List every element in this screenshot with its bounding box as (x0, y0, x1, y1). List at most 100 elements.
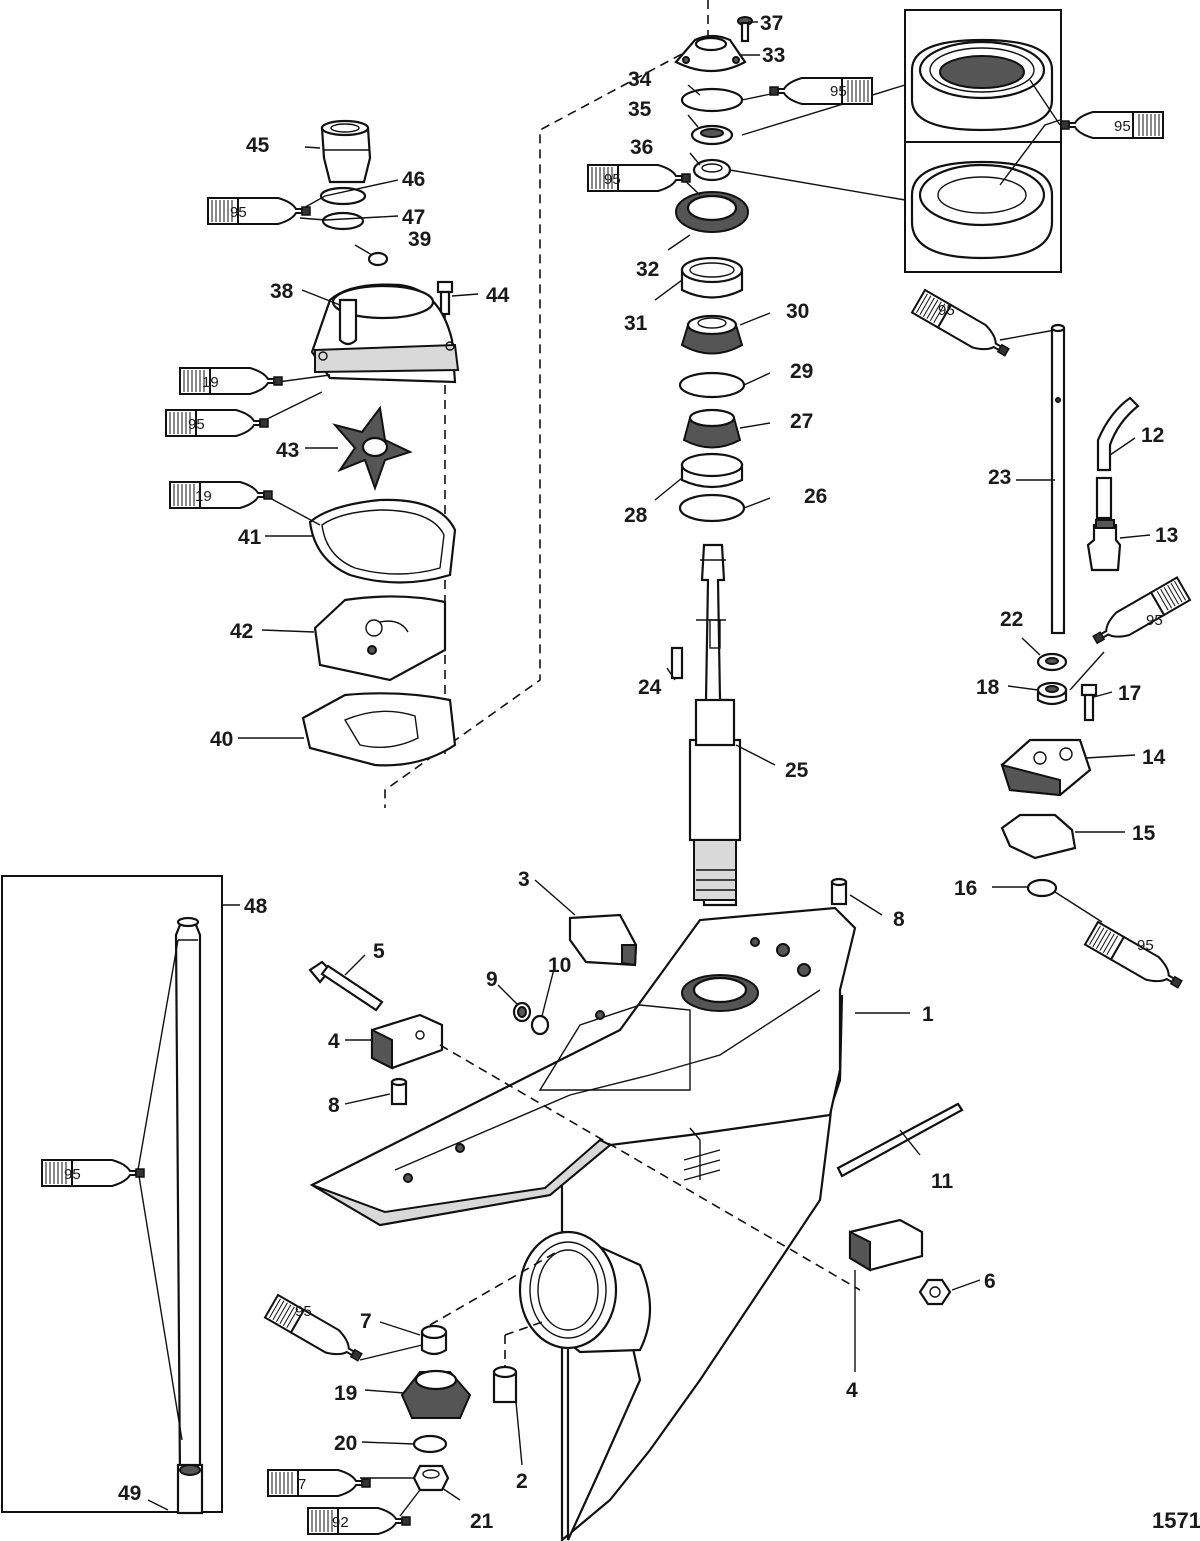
tube-95-left32: 95 (587, 164, 691, 192)
svg-text:95: 95 (1137, 937, 1154, 954)
part-10-washer (530, 1014, 550, 1036)
callout-29: 29 (790, 360, 813, 383)
figure-number: 1571 (1152, 1508, 1200, 1533)
part-1-gearcase-housing (309, 906, 857, 1541)
part-49-driveshaft-coupler (174, 916, 204, 1515)
inset-seal-upper (910, 38, 1054, 132)
part-25-driveshaft (688, 543, 742, 907)
part-28-bearing-cup (680, 452, 744, 489)
callout-18: 18 (976, 676, 1000, 699)
svg-text:95: 95 (64, 1166, 81, 1183)
part-31-bearing-cup (680, 256, 744, 299)
svg-text:95: 95 (1114, 118, 1131, 135)
part-14-shift-cover (1000, 738, 1092, 797)
part-47-oring (321, 211, 365, 231)
callout-6: 6 (984, 1270, 996, 1293)
part-23-shift-shaft (1050, 323, 1066, 635)
callout-47: 47 (402, 206, 425, 229)
callout-11: 11 (931, 1170, 954, 1193)
callout-37: 37 (760, 12, 783, 35)
callout-4-upper: 4 (328, 1030, 340, 1053)
svg-text:19: 19 (195, 488, 212, 505)
callout-45: 45 (246, 134, 270, 157)
inset-seal-lower (910, 160, 1054, 260)
part-46-oring (319, 186, 367, 206)
tube-95-23: 95 (911, 289, 1015, 365)
callout-8-lower: 8 (328, 1094, 340, 1117)
callout-20: 20 (334, 1432, 357, 1455)
callout-30: 30 (786, 300, 809, 323)
part-4-anode-upper (370, 1013, 444, 1070)
callout-4-lower: 4 (846, 1379, 858, 1402)
callout-38: 38 (270, 280, 294, 303)
callout-16: 16 (954, 877, 977, 900)
part-35-seal (690, 124, 734, 146)
part-27-bearing (682, 408, 742, 449)
tube-19-41: 19 (169, 481, 273, 509)
callout-33: 33 (762, 44, 785, 67)
part-19-pinion-gear (400, 1369, 472, 1419)
dashed-gear-axis (429, 1249, 561, 1326)
callout-23: 23 (988, 466, 1011, 489)
part-9-plug (512, 1001, 532, 1023)
part-17-bolt (1080, 683, 1098, 722)
tube-7-21: 7 (267, 1469, 371, 1497)
callout-17: 17 (1118, 682, 1141, 705)
part-39-washer (367, 251, 389, 267)
callout-8-upper: 8 (893, 908, 905, 931)
callout-26: 26 (804, 485, 827, 508)
part-42-face-plate (313, 595, 447, 682)
part-8-pin-upper (830, 877, 848, 906)
svg-text:95: 95 (604, 171, 621, 188)
callout-labels: 37 33 34 35 36 32 31 30 29 27 28 26 24 2… (118, 12, 1200, 1533)
callout-19: 19 (334, 1382, 357, 1405)
callout-40: 40 (210, 728, 233, 751)
part-45-sleeve (320, 119, 372, 184)
callout-21: 21 (470, 1510, 494, 1533)
svg-text:19: 19 (202, 374, 219, 391)
callout-2: 2 (516, 1470, 528, 1493)
part-12-hose (1095, 396, 1140, 520)
callout-22: 22 (1000, 608, 1023, 631)
svg-text:95: 95 (830, 83, 847, 100)
callout-27: 27 (790, 410, 813, 433)
part-32-retainer (675, 191, 749, 233)
tube-95-38: 95 (165, 409, 269, 437)
tube-95-7: 95 (264, 1294, 368, 1370)
callout-31: 31 (624, 312, 648, 335)
part-41-gasket (308, 498, 457, 584)
svg-text:95: 95 (295, 1303, 312, 1320)
part-21-nut (412, 1464, 450, 1492)
callout-13: 13 (1155, 524, 1178, 547)
tube-19-38: 19 (179, 367, 283, 395)
part-24-key (670, 646, 684, 680)
part-38-pump-housing (310, 283, 460, 384)
part-22-washer (1036, 652, 1068, 672)
part-29-oring (678, 371, 746, 399)
part-4-anode-lower (848, 1218, 924, 1272)
callout-15: 15 (1132, 822, 1156, 845)
inset-48-box (1, 875, 223, 1513)
callout-42: 42 (230, 620, 253, 643)
callout-3: 3 (518, 868, 530, 891)
callout-14: 14 (1142, 746, 1166, 769)
callout-24: 24 (638, 676, 662, 699)
part-3-trim-tab (568, 913, 638, 967)
svg-text:95: 95 (938, 302, 955, 319)
callout-32: 32 (636, 258, 659, 281)
part-43-impeller (332, 405, 413, 491)
callout-41: 41 (238, 526, 262, 549)
svg-text:95: 95 (230, 204, 247, 221)
callout-28: 28 (624, 504, 648, 527)
svg-text:95: 95 (188, 416, 205, 433)
part-16-oring (1026, 878, 1058, 898)
part-30-tapered-bearing (680, 314, 744, 355)
part-20-washer (412, 1434, 448, 1454)
part-11-rod (836, 1102, 964, 1178)
part-37-screw (737, 16, 753, 43)
part-13-fitting (1086, 519, 1122, 572)
leader-lines (147, 21, 1151, 1517)
tube-92-21: 92 (307, 1507, 411, 1535)
svg-text:7: 7 (298, 1476, 306, 1493)
